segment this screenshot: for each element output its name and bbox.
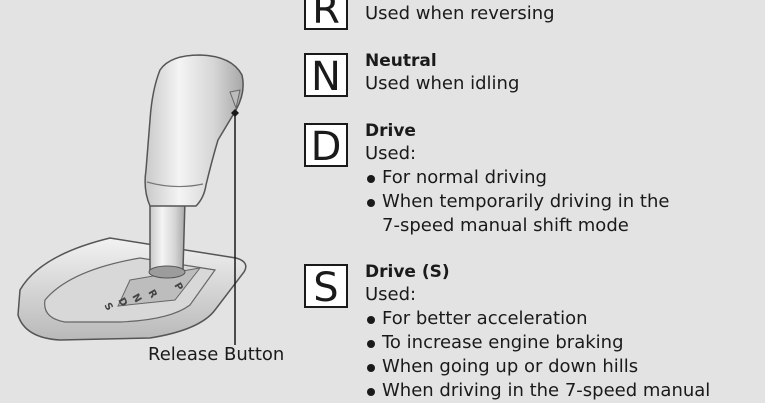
gear-s-bullet: When going up or down hills <box>365 355 762 379</box>
gear-d-bullet: For normal driving <box>365 166 762 190</box>
shift-console <box>17 237 247 341</box>
gear-d-bullet-continued: 7-speed manual shift mode <box>382 215 629 236</box>
gate-letter-p: P <box>171 281 184 293</box>
gear-letter-d: D <box>304 123 348 169</box>
shift-lever-shaft <box>148 199 186 279</box>
gear-s-title: Drive (S) <box>365 262 450 282</box>
gear-s-bullet: For better acceleration <box>365 307 762 331</box>
release-button[interactable] <box>229 89 241 110</box>
gear-d-title: Drive <box>365 121 416 141</box>
gear-d-line: Used: <box>365 143 417 164</box>
gear-s-line: Used: <box>365 284 417 305</box>
callout-line <box>231 109 239 345</box>
gear-s-bullet: When driving in the 7-speed manual <box>365 379 762 403</box>
gear-n-line: Used when idling <box>365 73 520 94</box>
shift-lever-illustration: P R N D S <box>17 54 247 345</box>
gate-letter-s: S <box>101 301 114 313</box>
gear-n-title: Neutral <box>365 51 437 71</box>
release-button-label: Release Button <box>148 344 285 365</box>
gear-r-line: Used when reversing <box>365 3 555 24</box>
gear-letter-n: N <box>304 53 348 99</box>
gear-s-bullet: To increase engine braking <box>365 331 762 355</box>
gear-letter-s: S <box>304 264 348 310</box>
gear-letter-r: R <box>304 0 348 32</box>
shift-knob <box>144 54 244 207</box>
gear-d-bullet: When temporarily driving in the <box>365 190 762 214</box>
